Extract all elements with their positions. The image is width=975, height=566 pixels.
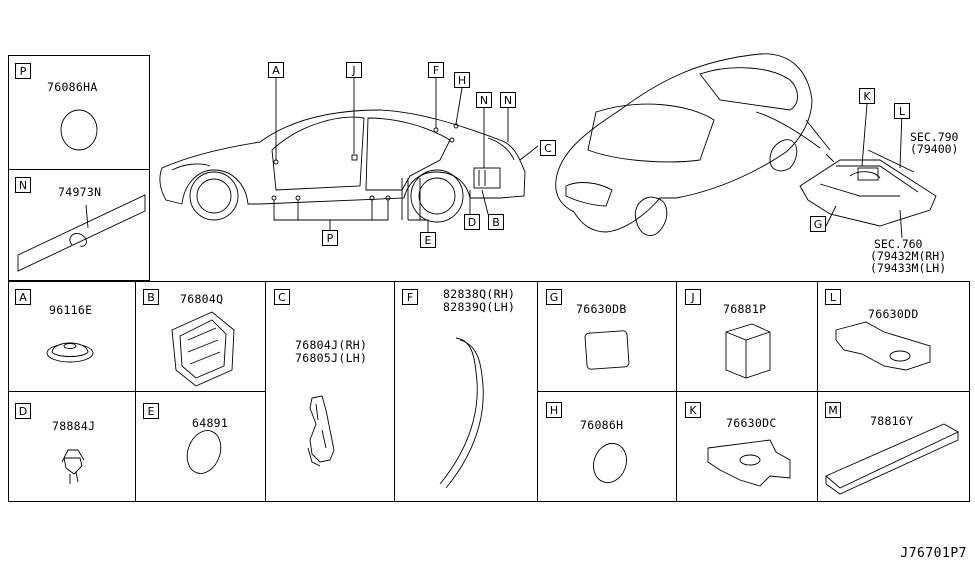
callout-C: C xyxy=(540,140,556,156)
callout-N-1: N xyxy=(476,92,492,108)
panel-C-part-rh: 76804J(RH) xyxy=(295,338,368,352)
plug-76086HA-drawing xyxy=(60,109,98,151)
panel-L-part-number: 76630DD xyxy=(868,307,919,321)
clip-78884J-drawing xyxy=(61,449,85,484)
panel-J-part-number: 76881P xyxy=(723,302,767,316)
car-perspective-drawing xyxy=(555,53,831,236)
callout-H: H xyxy=(454,72,470,88)
callout-D: D xyxy=(464,214,480,230)
panel-E-part-number: 64891 xyxy=(192,416,229,430)
panel-D-part-number: 78884J xyxy=(52,419,96,433)
plug-76086H-drawing xyxy=(593,442,627,484)
perspective-leaders xyxy=(825,103,915,239)
panel-F-part-rh: 82838Q(RH) xyxy=(443,287,516,301)
panel-A-letter: A xyxy=(15,289,31,305)
plate-76630DD-drawing xyxy=(835,321,931,371)
callout-G: G xyxy=(810,216,826,232)
panel-A-part-number: 96116E xyxy=(49,303,93,317)
panel-K-part-number: 76630DC xyxy=(726,416,777,430)
panel-F-part-lh: 82839Q(LH) xyxy=(443,300,516,314)
sec-760-line2: (79432M(RH) xyxy=(870,249,947,263)
panel-D-letter: D xyxy=(15,403,31,419)
panel-M-part-number: 78816Y xyxy=(870,414,914,428)
panel-C-letter: C xyxy=(274,289,290,305)
pad-78816Y-drawing xyxy=(825,423,959,495)
vent-76804Q-drawing xyxy=(171,311,235,387)
bracket-76804J-drawing xyxy=(307,395,335,467)
panel-E-letter: E xyxy=(143,403,159,419)
panel-H-part-number: 76086H xyxy=(580,418,624,432)
panel-N xyxy=(8,169,150,281)
panel-F-letter: F xyxy=(402,289,418,305)
callout-K: K xyxy=(859,88,875,104)
callout-A: A xyxy=(268,62,284,78)
leader-lines xyxy=(273,78,539,232)
sec-790-line1: SEC.790 xyxy=(910,130,959,144)
panel-M-letter: M xyxy=(825,402,841,418)
pad-76630DB-drawing xyxy=(584,330,630,370)
panel-B-part-number: 76804Q xyxy=(180,292,224,306)
panel-B-letter: B xyxy=(143,289,159,305)
callout-P: P xyxy=(322,230,338,246)
panel-M xyxy=(817,391,970,502)
panel-P-part-number: 76086HA xyxy=(47,80,98,94)
panel-N-letter: N xyxy=(15,177,31,193)
sec-760-line3: (79433M(LH) xyxy=(870,261,947,275)
box-76881P-drawing xyxy=(725,323,771,379)
callout-J: J xyxy=(346,62,362,78)
panel-K-letter: K xyxy=(685,402,701,418)
panel-P-letter: P xyxy=(15,63,31,79)
plug-64891-drawing xyxy=(186,430,222,474)
grommet-96116E-drawing xyxy=(46,342,94,363)
panel-N-part-number: 74973N xyxy=(58,185,102,199)
plate-76630DC-drawing xyxy=(707,439,791,487)
panel-J-letter: J xyxy=(685,289,701,305)
diagram-reference: J76701P7 xyxy=(900,546,967,561)
sec-760-line1: SEC.760 xyxy=(874,237,923,251)
callout-N-2: N xyxy=(500,92,516,108)
callout-F: F xyxy=(428,62,444,78)
panel-G-letter: G xyxy=(546,289,562,305)
panel-C-part-lh: 76805J(LH) xyxy=(295,351,368,365)
panel-H-letter: H xyxy=(546,402,562,418)
callout-B: B xyxy=(488,214,504,230)
sec-790-line2: (79400) xyxy=(910,142,959,156)
panel-G-part-number: 76630DB xyxy=(576,302,627,316)
panel-L-letter: L xyxy=(825,289,841,305)
tape-74973N-drawing xyxy=(17,194,146,272)
callout-E: E xyxy=(420,232,436,248)
weatherstrip-82838Q-drawing xyxy=(439,337,484,489)
callout-L: L xyxy=(894,103,910,119)
